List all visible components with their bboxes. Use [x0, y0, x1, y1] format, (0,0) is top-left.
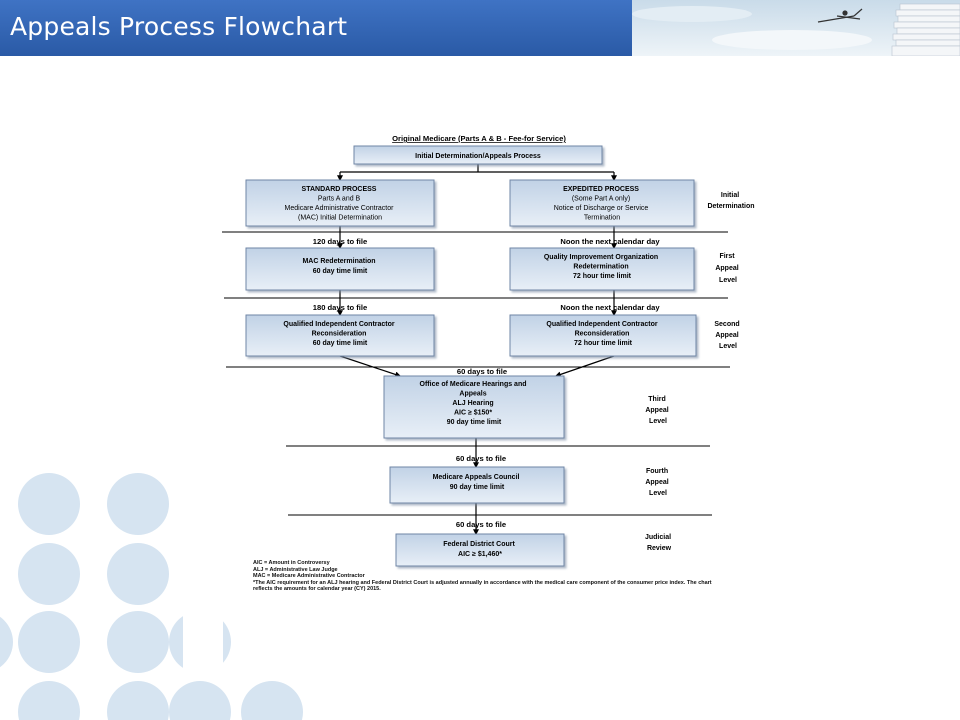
- slide-title: Appeals Process Flowchart: [10, 12, 348, 41]
- decorative-circles: [0, 473, 303, 720]
- initial-determination-label: Initial Determination/Appeals Process: [415, 153, 541, 160]
- qic-expedited-text: Qualified Independent Contractor Reconsi…: [546, 321, 659, 347]
- chart-header: Original Medicare (Parts A & B - Fee-for…: [392, 134, 566, 143]
- level-fourth: Fourth Appeal Level: [645, 468, 670, 497]
- omha-alj-box: [383, 375, 565, 439]
- standard-process-box: [245, 179, 435, 227]
- mac-redetermination-box: [245, 247, 435, 291]
- footnote-aic: AIC = Amount in Controversy: [253, 560, 330, 566]
- filing-std-first: 120 days to file: [313, 237, 367, 246]
- standard-process-text: STANDARD PROCESS Parts A and B Medicare …: [285, 186, 396, 222]
- filing-judicial: 60 days to file: [456, 520, 506, 529]
- omha-alj-text: Office of Medicare Hearings and Appeals …: [420, 381, 529, 426]
- expedited-process-box: [509, 179, 695, 227]
- appeals-council-text: Medicare Appeals Council 90 day time lim…: [433, 474, 522, 491]
- level-initial: Initial Determination: [707, 192, 754, 210]
- footnote-mac: MAC = Medicare Administrative Contractor: [253, 573, 365, 580]
- title-bar: Appeals Process Flowchart: [0, 0, 632, 56]
- qic-standard-box: [245, 314, 435, 357]
- footnotes: AIC = Amount in Controversy ALJ = Admini…: [253, 560, 723, 593]
- filing-exp-first: Noon the next calendar day: [560, 237, 660, 246]
- federal-court-text: Federal District Court AIC ≥ $1,460*: [443, 541, 517, 558]
- expedited-process-text: EXPEDITED PROCESS (Some Part A only) Not…: [554, 186, 651, 222]
- header-banner-image: [632, 0, 960, 56]
- level-third: Third Appeal Level: [645, 396, 670, 425]
- qic-standard-text: Qualified Independent Contractor Reconsi…: [283, 321, 396, 347]
- initial-determination-box: [353, 145, 603, 165]
- filing-fourth: 60 days to file: [456, 454, 506, 463]
- qic-expedited-box: [509, 314, 697, 357]
- qio-redetermination-text: Quality Improvement Organization Redeter…: [544, 254, 660, 280]
- level-second: Second Appeal Level: [714, 321, 741, 350]
- federal-court-box: [395, 533, 565, 567]
- mac-redetermination-text: MAC Redetermination 60 day time limit: [302, 258, 377, 275]
- footnote-alj: ALJ = Administrative Law Judge: [253, 566, 338, 573]
- qio-redetermination-box: [509, 247, 695, 291]
- footnote-aic-adjustment: *The AIC requirement for an ALJ hearing …: [253, 579, 712, 593]
- filing-std-second: 180 days to file: [313, 303, 367, 312]
- level-judicial: Judicial Review: [645, 534, 673, 552]
- appeals-council-box: [389, 466, 565, 504]
- filing-third: 60 days to file: [457, 367, 507, 376]
- level-first: First Appeal Level: [715, 253, 740, 284]
- filing-exp-second: Noon the next calendar day: [560, 303, 660, 312]
